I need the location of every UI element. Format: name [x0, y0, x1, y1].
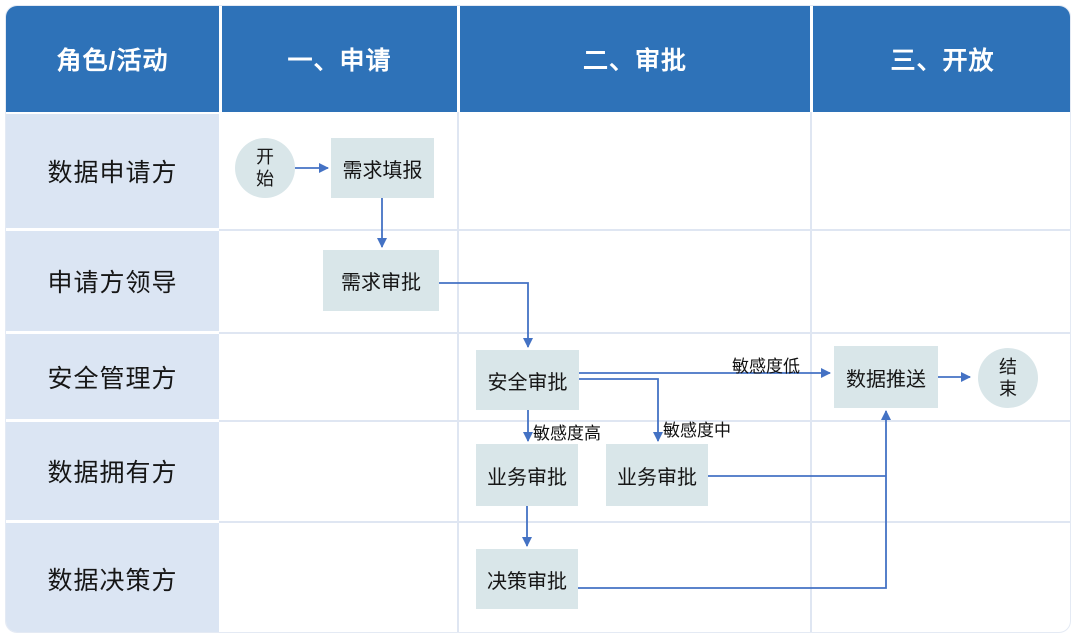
lane-label-applicant-leader: 申请方领导 [6, 231, 219, 331]
node-end-label: 结束 [999, 357, 1017, 399]
node-fill-request: 需求填报 [331, 138, 434, 198]
header-roles-label: 角色/活动 [56, 47, 169, 75]
grid-line-vertical [810, 112, 812, 632]
header-phase-approve-label: 二、审批 [582, 47, 687, 75]
node-business-approval-2-label: 业务审批 [617, 466, 697, 489]
node-request-approval-label: 需求审批 [341, 272, 421, 294]
edge-label-sensitivity-low: 敏感度低 [732, 357, 800, 376]
node-business-approval-2: 业务审批 [606, 444, 708, 506]
edge-request-approval-to-security-approval [439, 282, 533, 348]
edge-label-sensitivity-medium: 敏感度中 [663, 421, 731, 440]
header-cell-phase-apply: 一、申请 [222, 6, 457, 112]
lane-label-text: 安全管理方 [47, 364, 178, 393]
node-request-approval: 需求审批 [323, 250, 439, 311]
lane-label-data-decision-maker: 数据决策方 [6, 523, 219, 632]
lane-label-data-owner: 数据拥有方 [6, 422, 219, 520]
grid-line-vertical [457, 112, 459, 632]
node-data-push: 数据推送 [834, 346, 938, 408]
node-security-approval-label: 安全审批 [487, 371, 568, 394]
lane-label-text: 数据申请方 [47, 159, 178, 187]
lane-label-security-manager: 安全管理方 [6, 334, 219, 419]
node-decision-approval-label: 决策审批 [487, 570, 567, 593]
node-decision-approval: 决策审批 [476, 549, 578, 609]
lane-label-text: 申请方领导 [47, 269, 178, 297]
header-phase-apply-label: 一、申请 [287, 47, 392, 75]
header-phase-open-label: 三、开放 [890, 47, 995, 75]
node-business-approval-1: 业务审批 [476, 444, 578, 506]
node-fill-request-label: 需求填报 [342, 159, 423, 182]
node-start: 开始 [235, 138, 295, 198]
node-business-approval-1-label: 业务审批 [487, 466, 567, 489]
node-start-label: 开始 [256, 147, 274, 189]
lane-label-text: 数据决策方 [47, 566, 178, 595]
node-data-push-label: 数据推送 [846, 368, 926, 391]
grid-line-horizontal [219, 229, 1070, 231]
lane-label-data-applicant: 数据申请方 [6, 114, 219, 228]
edge-label-sensitivity-high: 敏感度高 [533, 424, 601, 443]
node-end: 结束 [978, 348, 1038, 408]
grid-line-horizontal [219, 332, 1070, 334]
lane-label-text: 数据拥有方 [47, 459, 178, 487]
diagram-frame: 角色/活动 一、申请 二、审批 三、开放 数据申请方 申请方领导 安全管理方 数… [5, 5, 1071, 633]
grid-line-horizontal [219, 521, 1070, 523]
header-cell-phase-open: 三、开放 [813, 6, 1070, 112]
header-cell-phase-approve: 二、审批 [460, 6, 810, 112]
grid-line-horizontal [219, 420, 1070, 422]
node-security-approval: 安全审批 [476, 350, 579, 410]
header-cell-roles: 角色/活动 [6, 6, 219, 112]
